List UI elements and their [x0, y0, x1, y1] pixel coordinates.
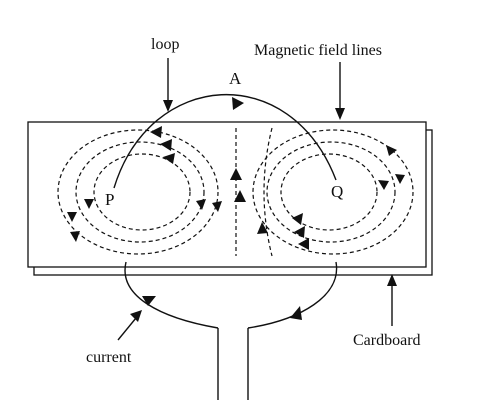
right-field-line-middle	[266, 141, 396, 243]
right-field-arrow-3	[378, 180, 389, 190]
cardboard-front-sheet	[27, 121, 427, 268]
loop-label: loop	[151, 36, 179, 53]
cardboard-pointer-arrowhead	[387, 274, 397, 286]
field-lines-label: Magnetic field lines	[254, 42, 382, 59]
loop-arrow-lower-right	[290, 306, 302, 320]
central-field-lines	[235, 127, 273, 257]
right-field-arrow-2	[395, 174, 405, 184]
loop-arrow-a	[232, 97, 244, 110]
loop-pointer-arrowhead	[163, 100, 173, 112]
left-field-line-outer	[57, 129, 219, 255]
right-field-arrow-5	[294, 226, 305, 238]
current-pointer-arrowhead	[130, 310, 142, 322]
point-q-label: Q	[331, 182, 343, 201]
right-field-arrow-1	[386, 145, 397, 156]
right-field-arrow-7	[257, 222, 268, 234]
left-field-line-inner	[93, 153, 191, 231]
point-p-label: P	[105, 190, 114, 209]
left-field-arrow-3	[163, 153, 175, 164]
left-field-arrow-7	[212, 201, 222, 212]
center-field-arrow-2	[234, 190, 246, 202]
left-field-line-middle	[75, 141, 205, 243]
point-a-label: A	[229, 69, 242, 88]
right-field-arrow-6	[298, 238, 309, 250]
current-loop-upper-arc	[113, 94, 337, 189]
field-lines-pointer-arrowhead	[335, 108, 345, 120]
right-field-line-outer	[252, 129, 414, 255]
current-loop-lower-arc-right	[247, 261, 338, 329]
cardboard-label: Cardboard	[353, 332, 421, 349]
left-field-arrow-2	[160, 139, 172, 151]
left-field-arrow-1	[150, 126, 162, 138]
center-field-arrow-1	[230, 168, 242, 180]
right-field-lines	[252, 129, 414, 255]
left-field-arrow-6	[84, 199, 94, 209]
left-field-arrow-4	[67, 212, 77, 222]
right-field-line-inner	[280, 153, 378, 231]
left-field-lines	[57, 129, 219, 255]
current-label: current	[86, 349, 132, 366]
right-field-arrow-4	[292, 213, 303, 225]
left-field-arrow-8	[196, 199, 206, 210]
left-field-arrow-5	[70, 231, 80, 242]
loop-arrow-lower-left	[142, 296, 156, 306]
center-curved-field-line	[263, 127, 273, 257]
current-pointer-line	[117, 317, 137, 341]
